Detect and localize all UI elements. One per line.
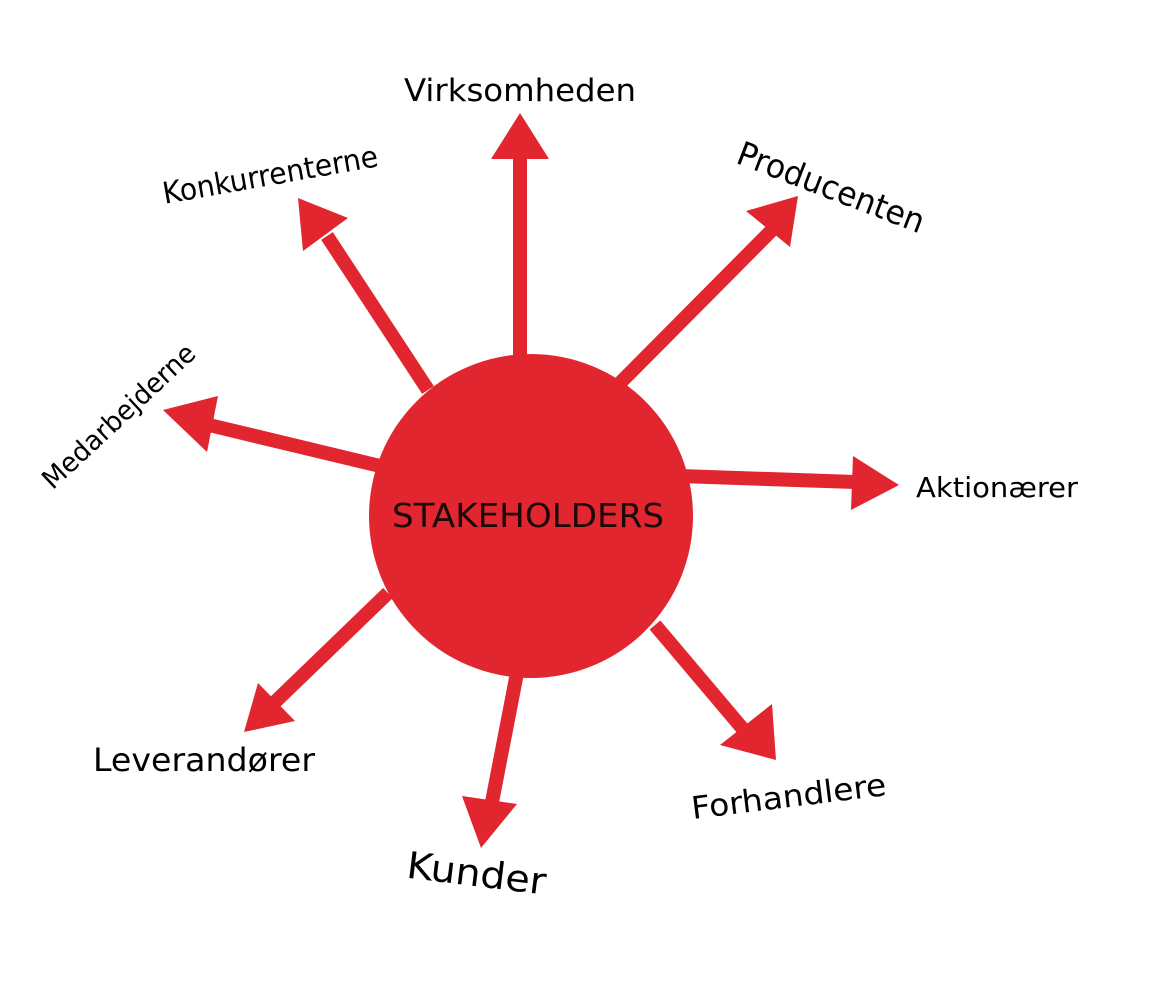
label-konkurrenterne: Konkurrenterne (160, 139, 381, 211)
arrow-forhandlere (649, 620, 776, 760)
label-kunder: Kunder (404, 844, 549, 904)
arrow-producenten (615, 196, 798, 388)
label-leverandorer: Leverandører (93, 741, 316, 779)
center-label: STAKEHOLDERS (392, 496, 664, 535)
center-circle (369, 354, 693, 678)
arrow-medarbejderne (163, 396, 382, 473)
label-aktionaerer: Aktionærer (916, 471, 1078, 504)
arrow-virksomheden (491, 113, 549, 360)
arrow-konkurrenterne (298, 198, 434, 394)
arrows (163, 113, 899, 848)
arrow-kunder (462, 671, 524, 848)
label-virksomheden: Virksomheden (404, 73, 636, 109)
label-forhandlere: Forhandlere (689, 767, 888, 827)
arrow-leverandorer (244, 587, 393, 732)
label-producenten: Producenten (732, 134, 931, 241)
arrow-aktionaerer (679, 456, 899, 510)
